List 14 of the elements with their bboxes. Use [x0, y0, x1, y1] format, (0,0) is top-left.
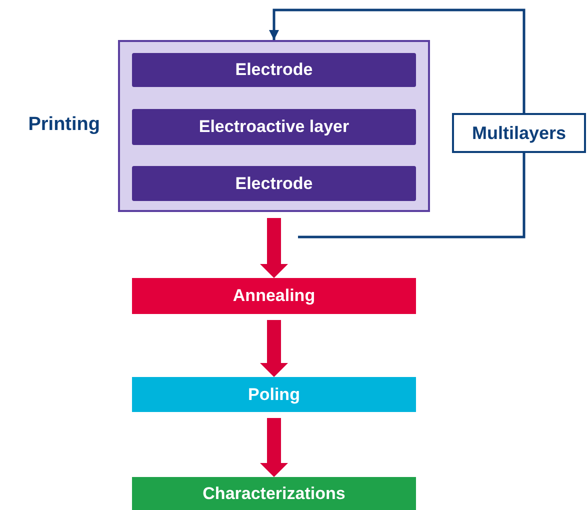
flow-arrow — [260, 218, 288, 278]
printing-group-box — [118, 40, 430, 212]
flow-arrow — [260, 418, 288, 477]
flow-arrow — [260, 320, 288, 377]
process-step-box: Characterizations — [132, 477, 416, 510]
step-box: Multilayers — [452, 113, 586, 153]
feedback-line — [298, 153, 526, 238]
side-label: Printing — [28, 114, 100, 136]
process-step-box: Poling — [132, 377, 416, 412]
layer-bar: Electrode — [132, 53, 416, 87]
process-step-box: Annealing — [132, 278, 416, 314]
feedback-arrow — [269, 8, 526, 113]
layer-bar: Electrode — [132, 166, 416, 201]
layer-bar: Electroactive layer — [132, 109, 416, 145]
